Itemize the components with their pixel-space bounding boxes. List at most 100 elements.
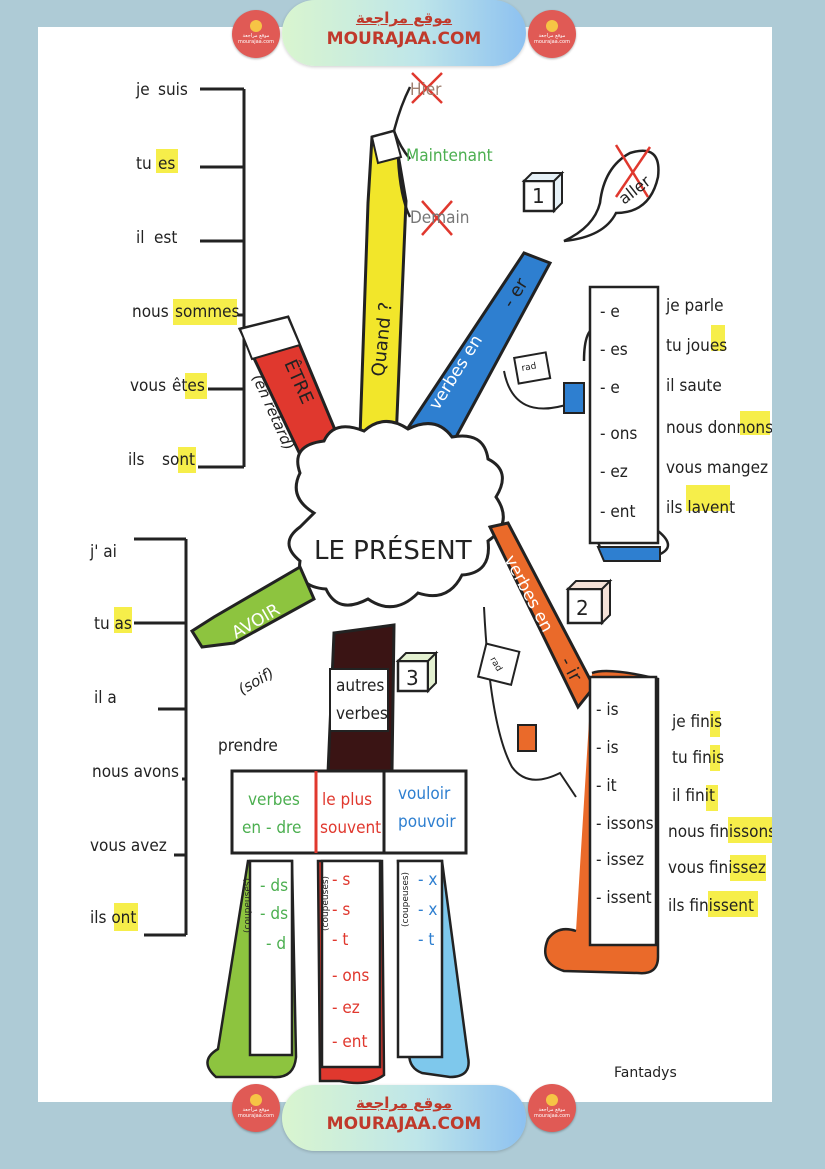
group3-col3-ending-0: - x — [418, 870, 437, 890]
logo-text: موقع مراجعة mourajaa.com — [237, 1107, 274, 1119]
group3-col3-note: (coupeuses) — [401, 872, 411, 927]
group3-col3-ending-1: - x — [418, 900, 437, 920]
banner-site: MOURAJAA.COM — [326, 1114, 482, 1134]
avoir-item-1: tu as — [94, 614, 132, 634]
group2-examples: je finis tu finis il finit nous finisson… — [668, 712, 776, 916]
avoir-item-0: j' ai — [89, 542, 117, 562]
etre-pron-2: il — [136, 228, 145, 248]
group3-col2-ending-2: - t — [332, 930, 348, 950]
group3-col1-note: (coupeuses) — [243, 878, 253, 933]
group1-example-5: ils lavent — [666, 498, 735, 518]
group3-col3-line1: vouloir — [398, 784, 451, 804]
group1-example-3: nous donnons — [666, 418, 772, 438]
group3-label-1: autres — [336, 676, 384, 696]
etre-pron-1: tu — [136, 154, 152, 174]
group1-example-2: il saute — [666, 376, 722, 396]
group1-example-1: tu joues — [666, 336, 727, 356]
logo-text: موقع مراجعة mourajaa.com — [533, 33, 570, 45]
group3-col2-ending-4: - ez — [332, 998, 360, 1018]
logo-icon: موقع مراجعة mourajaa.com — [528, 1084, 576, 1132]
etre-verb-5: sont — [162, 450, 195, 470]
group3-col2-line2: souvent — [320, 818, 381, 838]
group2-ending-2: - it — [596, 776, 617, 796]
group3-col2-note: (coupeuses) — [321, 876, 331, 931]
avoir-branch — [114, 537, 316, 937]
group3-col2-ending-3: - ons — [332, 966, 369, 986]
group1-ending-2: - e — [600, 378, 620, 398]
group3-col1-ending-2: - d — [266, 934, 286, 954]
group1-example-0: je parle — [665, 296, 724, 316]
group2-example-3: nous finissons — [668, 822, 772, 842]
group3-col1-ending-1: - ds — [260, 904, 288, 924]
group2-example-1: tu finis — [672, 748, 724, 768]
group2-endings: - is - is - it - issons - issez - issent — [596, 700, 654, 908]
group2-ending-5: - issent — [596, 888, 652, 908]
avoir-items: j' ai tu as il a nous avons vous avez il… — [89, 542, 179, 928]
center-title: LE PRÉSENT — [314, 534, 472, 566]
group3-col2-line1: le plus — [322, 790, 372, 810]
group3-col2-ending-0: - s — [332, 870, 350, 890]
avoir-note: (soif) — [235, 664, 277, 699]
etre-pron-5: ils — [128, 450, 145, 470]
group3-col1-endings: - ds - ds - d — [260, 876, 288, 954]
banner-site: MOURAJAA.COM — [326, 29, 482, 49]
etre-pron-3: nous — [132, 302, 169, 322]
etre-verb-2: est — [154, 228, 177, 248]
group2-ending-1: - is — [596, 738, 619, 758]
group1-ending-1: - es — [600, 340, 628, 360]
site-banner-bottom[interactable]: موقع مراجعة MOURAJAA.COM — [282, 1085, 526, 1151]
group3-col2-ending-5: - ent — [332, 1032, 367, 1052]
demain-text: Demain — [410, 208, 469, 228]
center-cloud — [287, 420, 505, 609]
logo-icon: موقع مراجعة mourajaa.com — [232, 1084, 280, 1132]
etre-pron-0: je — [135, 80, 150, 100]
avoir-item-3: nous avons — [92, 762, 179, 782]
group2-number: 2 — [576, 596, 589, 620]
group1-example-4: vous mangez — [666, 458, 768, 478]
banner-arabic: موقع مراجعة — [355, 1094, 453, 1112]
etre-pron-4: vous — [130, 376, 166, 396]
logo-icon: موقع مراجعة mourajaa.com — [528, 10, 576, 58]
etre-verb-0: suis — [158, 80, 188, 100]
group3-col1-line1: verbes — [248, 790, 300, 810]
group3-col1-ending-0: - ds — [260, 876, 288, 896]
credit: Fantadys — [614, 1065, 677, 1081]
banner-arabic: موقع مراجعة — [355, 9, 453, 27]
group2-ending-0: - is — [596, 700, 619, 720]
etre-verb-4: êtes — [172, 376, 205, 396]
hier-text: Hier — [410, 80, 442, 100]
logo-icon: موقع مراجعة mourajaa.com — [232, 10, 280, 58]
group2-example-0: je finis — [671, 712, 722, 732]
mind-map: je suis tu es il est nous sommes vous êt… — [89, 72, 776, 1085]
avoir-item-4: vous avez — [90, 836, 167, 856]
group1-ending-3: - ons — [600, 424, 637, 444]
group1-card: rad — [521, 362, 537, 374]
group3-number: 3 — [406, 666, 419, 690]
logo-text: موقع مراجعة mourajaa.com — [237, 33, 274, 45]
group1-ending-5: - ent — [600, 502, 635, 522]
avoir-item-2: il a — [94, 688, 117, 708]
group2-ending-3: - issons — [596, 814, 654, 834]
etre-verb-3: sommes — [175, 302, 240, 322]
group3-col3-line2: pouvoir — [398, 812, 456, 832]
group1-ending-4: - ez — [600, 462, 628, 482]
group3-col3-ending-2: - t — [418, 930, 434, 950]
site-banner-top[interactable]: موقع مراجعة MOURAJAA.COM — [282, 0, 526, 66]
group3-col3-endings: - x - x - t — [418, 870, 437, 950]
group3-col2-ending-1: - s — [332, 900, 350, 920]
etre-verb-1: es — [158, 154, 175, 174]
group1-number: 1 — [532, 184, 545, 208]
group3-branch — [206, 623, 470, 1085]
maintenant-text: Maintenant — [406, 146, 493, 166]
group3-col1-line2: en - dre — [242, 818, 301, 838]
group3-prendre: prendre — [218, 736, 278, 756]
group3-label-2: verbes — [336, 704, 388, 724]
group3-col2-endings: - s - s - t - ons - ez - ent — [332, 870, 369, 1052]
group1-examples: je parle tu joues il saute nous donnons … — [665, 296, 773, 518]
group2-example-4: vous finissez — [668, 858, 766, 878]
group2-example-5: ils finissent — [668, 896, 754, 916]
mind-map-sheet: je suis tu es il est nous sommes vous êt… — [38, 27, 776, 1102]
avoir-item-5: ils ont — [90, 908, 136, 928]
group1-endings: - e - es - e - ons - ez - ent — [600, 302, 637, 522]
group1-ending-0: - e — [600, 302, 620, 322]
